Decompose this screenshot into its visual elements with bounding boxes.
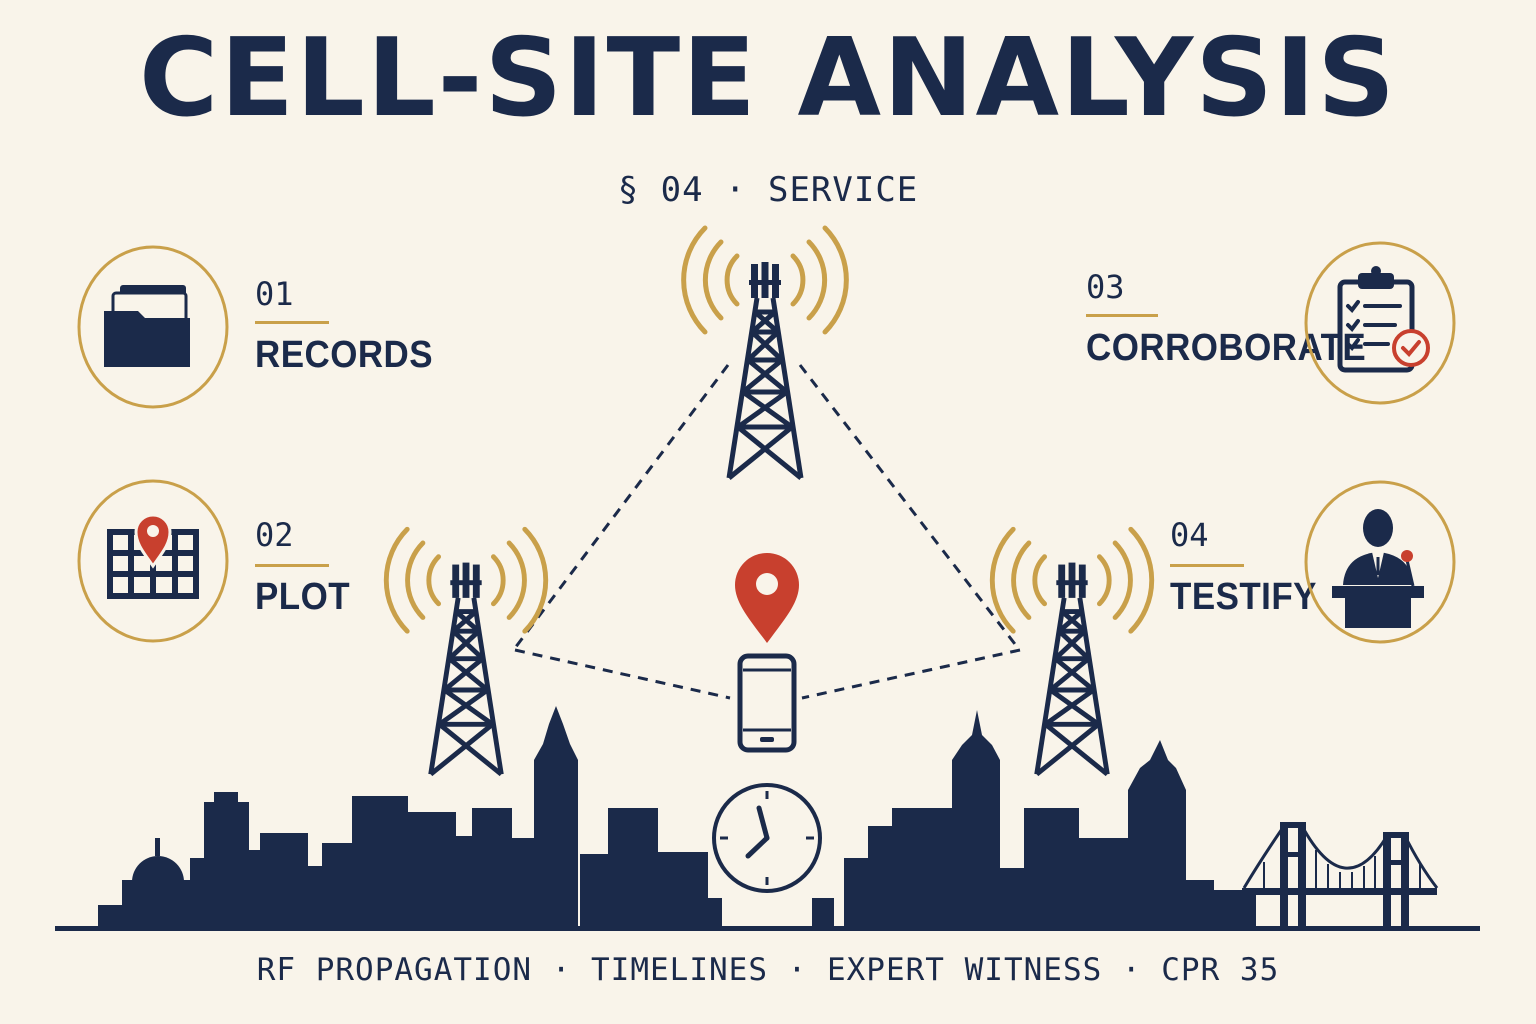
page-title: CELL-SITE ANALYSIS: [138, 16, 1397, 141]
step-number-03: 03: [1086, 268, 1125, 306]
step-number-01: 01: [255, 275, 294, 313]
step-rule-03: [1086, 314, 1158, 317]
clipboard-check-icon: [1304, 241, 1456, 405]
location-pin-icon: [735, 553, 799, 643]
step-rule-04: [1170, 564, 1244, 567]
bridge-icon: [1242, 822, 1439, 927]
clock-icon: [712, 783, 822, 893]
folder-icon: [77, 245, 229, 409]
step-label-records: RECORDS: [255, 334, 434, 376]
step-rule-01: [255, 321, 329, 324]
step-number-02: 02: [255, 516, 294, 554]
step-rule-02: [255, 564, 329, 567]
mobile-phone-icon: [737, 653, 797, 753]
step-label-testify: TESTIFY: [1170, 576, 1317, 618]
section-subtitle: § 04 · SERVICE: [617, 170, 919, 210]
witness-podium-icon: [1304, 480, 1456, 644]
step-number-04: 04: [1170, 516, 1209, 554]
triangulation-lines: [513, 364, 1021, 700]
step-label-plot: PLOT: [255, 576, 351, 618]
city-skyline: [55, 706, 1480, 931]
map-pin-icon: [77, 479, 229, 643]
footer-tagline: RF PROPAGATION · TIMELINES · EXPERT WITN…: [256, 952, 1280, 988]
step-label-corroborate: CORROBORATE: [1086, 327, 1367, 369]
cell-tower-top-icon: [684, 228, 847, 478]
